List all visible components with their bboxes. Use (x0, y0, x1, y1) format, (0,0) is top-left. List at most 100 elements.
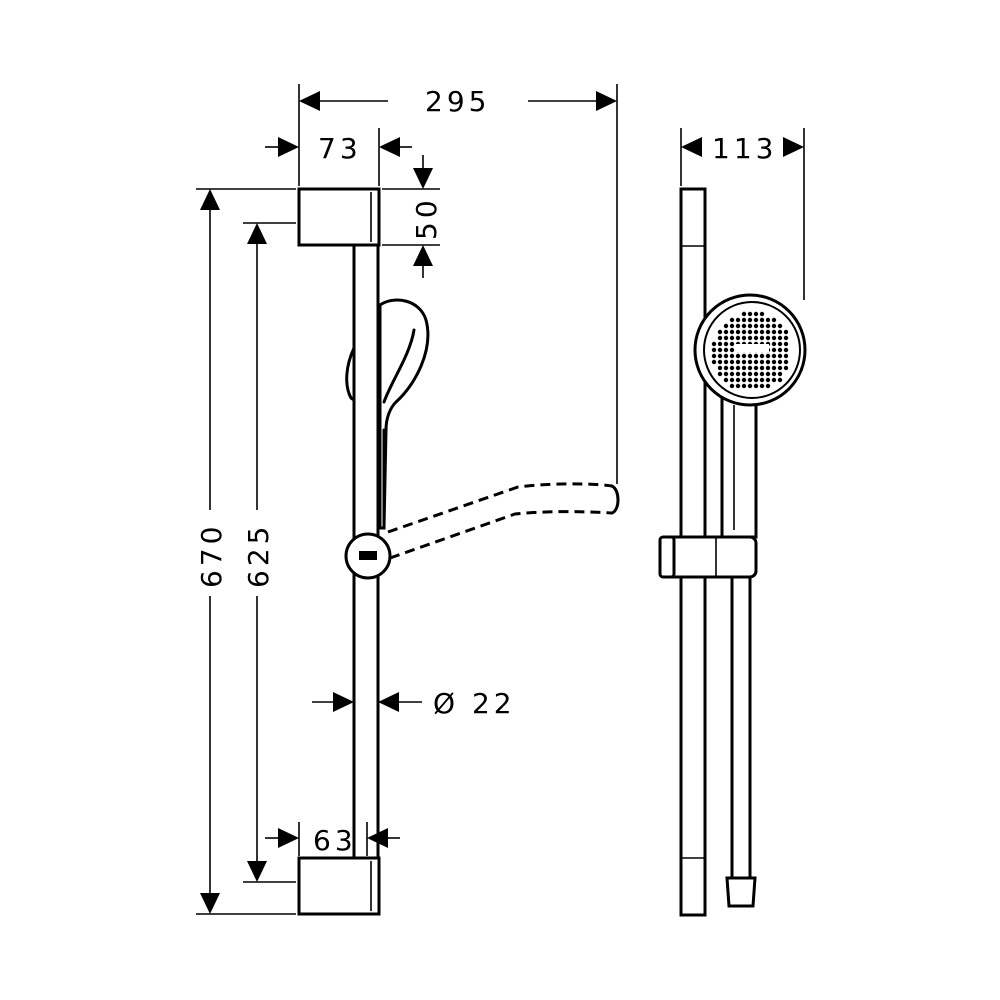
nozzle-dot (765, 371, 771, 377)
nozzle-dot (717, 347, 723, 353)
nozzle-dot (765, 335, 771, 341)
nozzle-dot (723, 329, 729, 335)
nozzle-dot (747, 377, 753, 383)
nozzle-dot (735, 317, 741, 323)
nozzle-dot (759, 335, 765, 341)
nozzle-dot (741, 365, 747, 371)
nozzle-dot (759, 329, 765, 335)
nozzle-dot (753, 317, 759, 323)
nozzle-dot (723, 341, 729, 347)
nozzle-dot (765, 329, 771, 335)
nozzle-dot (735, 335, 741, 341)
nozzle-dot (735, 359, 741, 365)
nozzle-dot (729, 323, 735, 329)
nozzle-dot (783, 329, 789, 335)
dim-rail-diameter: Ø 22 (433, 687, 516, 720)
slider-indicator (359, 551, 377, 560)
nozzle-dot (741, 359, 747, 365)
nozzle-dot (717, 371, 723, 377)
nozzle-dot (717, 365, 723, 371)
nozzle-dot (735, 323, 741, 329)
nozzle-dot (717, 329, 723, 335)
nozzle-dot (717, 335, 723, 341)
nozzle-dot (771, 341, 777, 347)
nozzle-dot (783, 365, 789, 371)
nozzle-dot (777, 359, 783, 365)
nozzle-dot (765, 323, 771, 329)
nozzle-dot (711, 359, 717, 365)
nozzle-dot (783, 359, 789, 365)
nozzle-dot (723, 323, 729, 329)
nozzle-dot (723, 365, 729, 371)
side-view (658, 187, 807, 917)
nozzle-dot (717, 359, 723, 365)
nozzle-dot (777, 347, 783, 353)
swung-hand-shower-outline (387, 482, 613, 534)
nozzle-dot (741, 323, 747, 329)
nozzle-dot (753, 335, 759, 341)
nozzle-dot (723, 353, 729, 359)
front-view (297, 187, 620, 916)
nozzle-dot (729, 329, 735, 335)
dim-bracket-height: 50 (410, 196, 443, 240)
nozzle-dot (729, 317, 735, 323)
nozzle-dot (747, 365, 753, 371)
nozzle-dot (777, 365, 783, 371)
nozzle-dot (777, 335, 783, 341)
dim-rail-length: 625 (242, 523, 275, 588)
nozzle-dot (711, 353, 717, 359)
nozzle-dot (783, 335, 789, 341)
nozzle-dot (741, 377, 747, 383)
nozzle-dot (783, 353, 789, 359)
nozzle-dot (759, 359, 765, 365)
nozzle-dot (753, 365, 759, 371)
nozzle-dot (741, 311, 747, 317)
nozzle-dot (735, 377, 741, 383)
nozzle-dot (753, 311, 759, 317)
nozzle-dot (777, 329, 783, 335)
nozzle-dot (717, 341, 723, 347)
nozzle-dot (759, 353, 765, 359)
nozzle-dot (771, 359, 777, 365)
nozzle-dot (741, 329, 747, 335)
nozzle-dot (735, 365, 741, 371)
nozzle-dot (777, 341, 783, 347)
nozzle-dot (765, 365, 771, 371)
nozzle-dot (729, 383, 735, 389)
nozzle-dot (759, 317, 765, 323)
nozzle-dot (771, 317, 777, 323)
nozzle-dot (729, 365, 735, 371)
nozzle-dot (765, 359, 771, 365)
nozzle-dot (729, 341, 735, 347)
nozzle-dot (783, 347, 789, 353)
nozzle-dot (765, 353, 771, 359)
dim-side-depth: 113 (712, 132, 777, 165)
nozzle-dot (753, 377, 759, 383)
nozzle-dot (741, 317, 747, 323)
dim-overall-width: 295 (425, 85, 490, 118)
nozzle-dot (753, 371, 759, 377)
nozzle-dot (723, 359, 729, 365)
side-hand-shower-handle (720, 393, 758, 539)
nozzle-dot (777, 377, 783, 383)
nozzle-dot (747, 329, 753, 335)
nozzle-dot (777, 323, 783, 329)
nozzle-dot (747, 323, 753, 329)
nozzle-dot (747, 371, 753, 377)
nozzle-dot (729, 353, 735, 359)
nozzle-dot (771, 377, 777, 383)
nozzle-dot (765, 377, 771, 383)
nozzle-dot (759, 371, 765, 377)
nozzle-dot (735, 329, 741, 335)
nozzle-dot (771, 323, 777, 329)
bottom-wall-bracket (297, 856, 381, 916)
dim-overall-height: 670 (195, 523, 228, 588)
nozzle-dot (735, 383, 741, 389)
nozzle-dot (771, 371, 777, 377)
nozzle-dot (747, 383, 753, 389)
nozzle-dot (777, 353, 783, 359)
nozzle-dot (741, 371, 747, 377)
nozzle-dot (771, 353, 777, 359)
nozzle-dot (777, 371, 783, 377)
nozzle-dot (753, 329, 759, 335)
